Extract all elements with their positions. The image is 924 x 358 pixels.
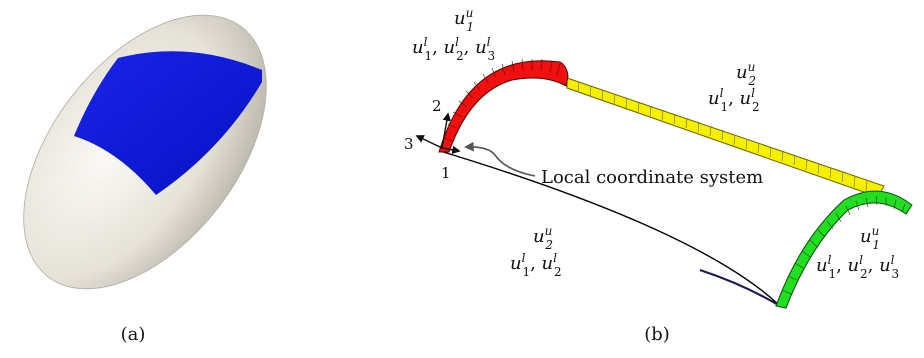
svg-text:uu1: uu1 <box>860 224 880 252</box>
axis-1-arrow <box>441 145 461 154</box>
axis-2-arrow <box>441 112 451 149</box>
panel-a-caption: (a) <box>121 324 146 345</box>
axis-1-label: 1 <box>441 164 451 182</box>
callout-text: Local coordinate system <box>541 167 763 188</box>
green-segment <box>775 190 913 309</box>
svg-text:uu2: uu2 <box>533 224 553 252</box>
lower-curve-dark-tail <box>699 268 781 307</box>
svg-text:ul1, ul2, ul3: ul1, ul2, ul3 <box>816 253 899 281</box>
red-segment <box>438 60 569 153</box>
svg-text:uu2: uu2 <box>736 60 756 88</box>
red-segment-hatching <box>443 58 561 142</box>
local-axes <box>415 112 461 154</box>
svg-text:uu1: uu1 <box>454 6 474 34</box>
axis-2-label: 2 <box>432 97 442 115</box>
svg-text:ul1, ul2: ul1, ul2 <box>510 251 562 279</box>
lower-curve <box>439 150 781 307</box>
svg-text:ul1, ul2: ul1, ul2 <box>708 86 760 114</box>
callout-leader <box>464 141 536 177</box>
panel-b-frame <box>438 58 913 309</box>
panel-b-caption: (b) <box>644 324 670 345</box>
green-segment-hatching <box>781 195 906 295</box>
axis-3-label: 3 <box>404 135 414 153</box>
yellow-segment-hatching <box>577 81 868 192</box>
axis-3-arrow <box>415 135 443 149</box>
svg-text:ul1, ul2, ul3: ul1, ul2, ul3 <box>412 35 495 63</box>
panel-a-ellipsoid <box>23 14 267 290</box>
ellipsoid-blue-patch <box>74 51 262 195</box>
